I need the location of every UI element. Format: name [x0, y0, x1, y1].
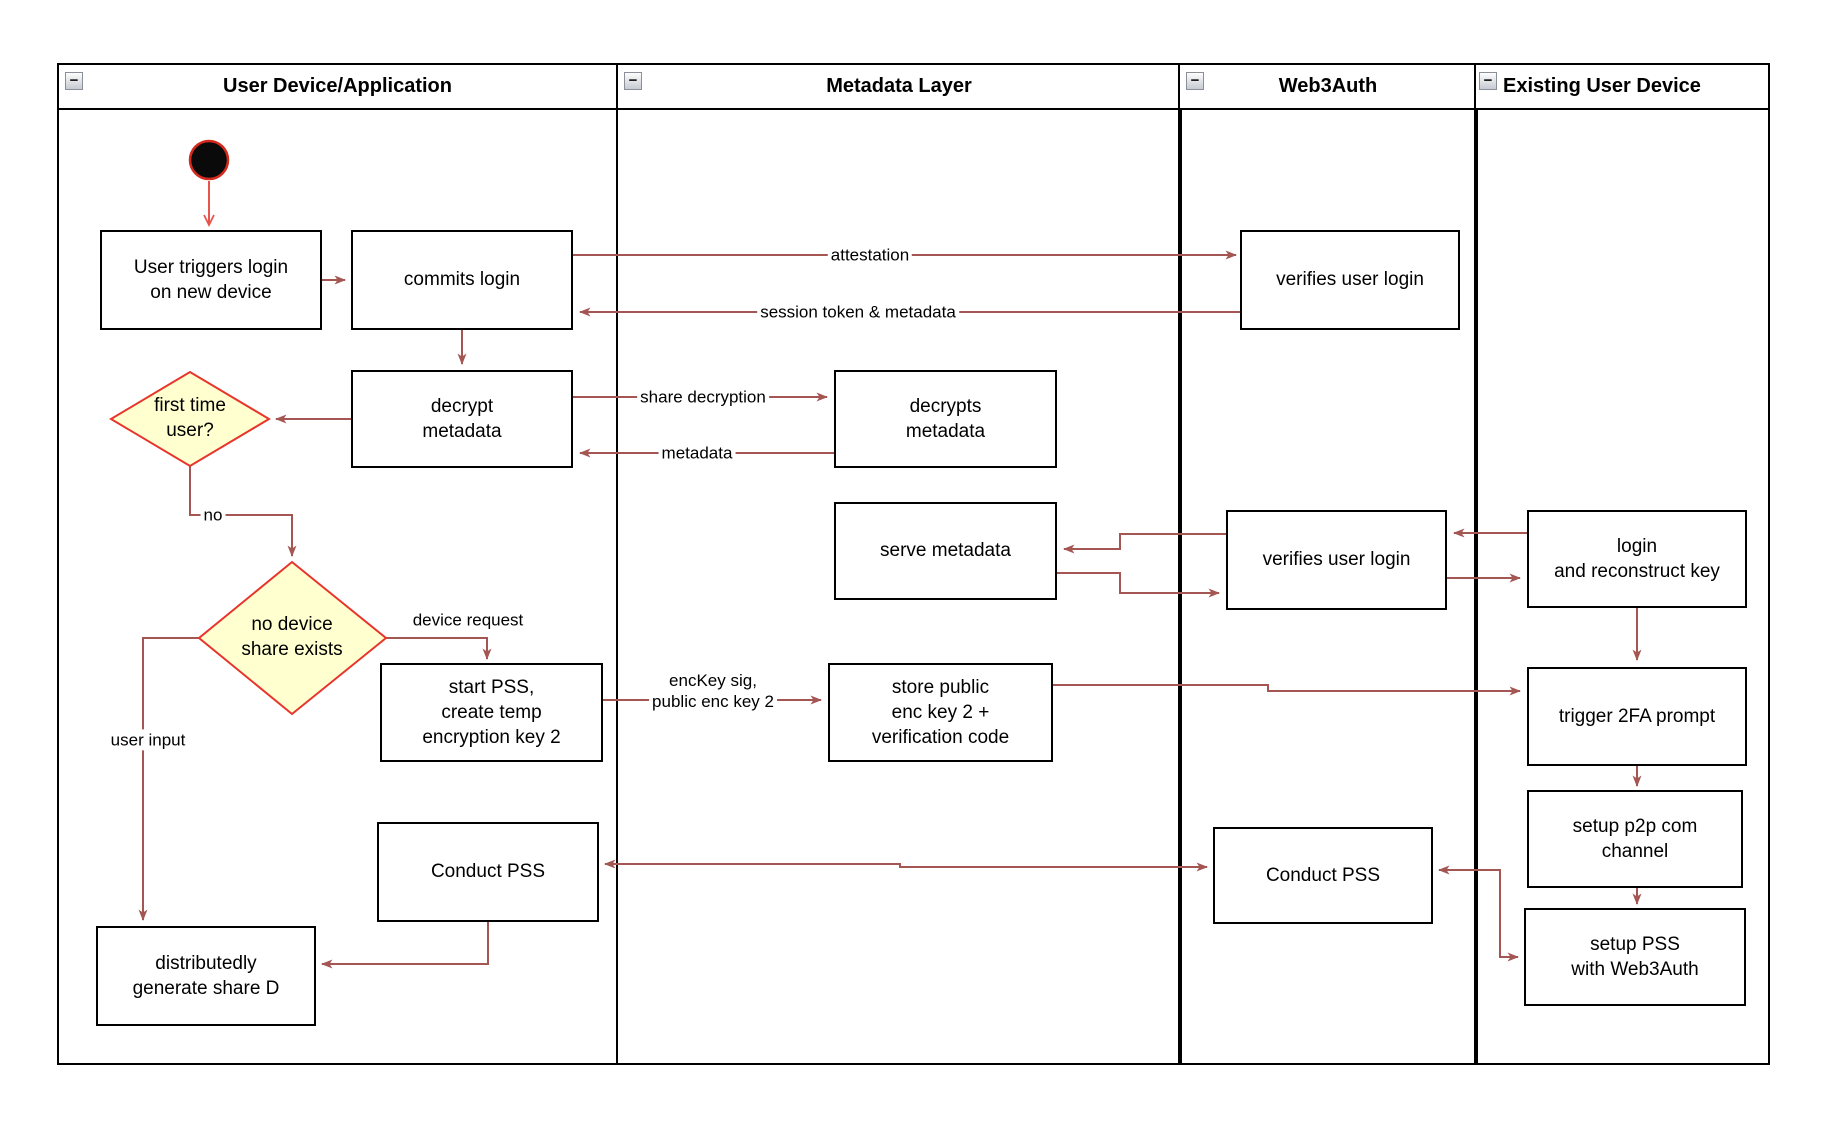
lane-header-metadata-layer[interactable]: − Metadata Layer: [618, 65, 1180, 110]
flow-user-input: [138, 637, 199, 921]
edge-label-no: no: [200, 504, 226, 526]
collapse-icon[interactable]: −: [65, 72, 83, 90]
flow-device-request: [386, 637, 492, 660]
lane-header-existing-user-device[interactable]: − Existing User Device: [1476, 65, 1768, 110]
decision-no-device-share-label: no device share exists: [241, 614, 343, 660]
activity-distributedly-generate-share[interactable]: distributedly generate share D: [96, 926, 316, 1026]
lane-title: Metadata Layer: [826, 75, 972, 97]
flow-conduct-to-distributedly: [321, 922, 489, 969]
collapse-icon[interactable]: −: [1479, 72, 1497, 90]
activity-trigger-2fa-prompt[interactable]: trigger 2FA prompt: [1527, 667, 1747, 766]
edge-label-enckey-sig: encKey sig, public enc key 2: [649, 669, 777, 713]
flow-conduct-pss-link: [604, 859, 1208, 872]
lane-header-user-device[interactable]: − User Device/Application: [59, 65, 616, 110]
activity-setup-pss-web3auth[interactable]: setup PSS with Web3Auth: [1524, 908, 1746, 1006]
decision-no-device-share-shape[interactable]: [197, 560, 388, 716]
swimlane-existing-user-device: − Existing User Device: [1474, 63, 1770, 1065]
collapse-icon[interactable]: −: [1186, 72, 1204, 90]
activity-user-triggers-login[interactable]: User triggers login on new device: [100, 230, 322, 330]
flow-verifies-to-serve: [1063, 533, 1226, 554]
activity-decrypt-metadata[interactable]: decrypt metadata: [351, 370, 573, 468]
activity-decrypts-metadata[interactable]: decrypts metadata: [834, 370, 1057, 468]
lane-title: Existing User Device: [1503, 75, 1701, 97]
lane-header-web3auth[interactable]: − Web3Auth: [1180, 65, 1476, 110]
activity-login-and-reconstruct-key[interactable]: login and reconstruct key: [1527, 510, 1747, 608]
activity-store-public-enc-key[interactable]: store public enc key 2 + verification co…: [828, 663, 1053, 762]
flow-no-branch: [189, 466, 297, 557]
edge-label-device-request: device request: [409, 609, 527, 631]
flow-setup-pss-conduct-link: [1438, 865, 1519, 962]
flow-store-to-trigger2fa: [1053, 684, 1521, 696]
lane-title: User Device/Application: [223, 75, 452, 97]
edge-label-session-token: session token & metadata: [757, 301, 959, 323]
edge-label-user-input: user input: [107, 729, 189, 751]
edge-label-attestation: attestation: [827, 244, 913, 266]
collapse-icon[interactable]: −: [624, 72, 642, 90]
activity-serve-metadata[interactable]: serve metadata: [834, 502, 1057, 600]
activity-verifies-user-login-mid[interactable]: verifies user login: [1226, 510, 1447, 610]
decision-first-time-user-shape[interactable]: [109, 370, 271, 468]
swimlane-web3auth: − Web3Auth: [1178, 63, 1478, 1065]
activity-verifies-user-login-top[interactable]: verifies user login: [1240, 230, 1460, 330]
activity-setup-p2p-channel[interactable]: setup p2p com channel: [1527, 790, 1743, 888]
activity-conduct-pss-user[interactable]: Conduct PSS: [377, 822, 599, 922]
edge-label-metadata: metadata: [658, 442, 736, 464]
swimlane-metadata-layer: − Metadata Layer: [616, 63, 1182, 1065]
start-node[interactable]: [188, 139, 230, 181]
activity-commits-login[interactable]: commits login: [351, 230, 573, 330]
decision-first-time-user-label: first time user?: [154, 395, 226, 441]
edge-label-share-decryption: share decryption: [637, 386, 769, 408]
activity-conduct-pss-web3auth[interactable]: Conduct PSS: [1213, 827, 1433, 924]
lane-title: Web3Auth: [1278, 75, 1378, 97]
swimlane-user-device: − User Device/Application: [57, 63, 618, 1065]
flow-serve-to-verifies: [1057, 572, 1220, 598]
activity-start-pss[interactable]: start PSS, create temp encryption key 2: [380, 663, 603, 762]
